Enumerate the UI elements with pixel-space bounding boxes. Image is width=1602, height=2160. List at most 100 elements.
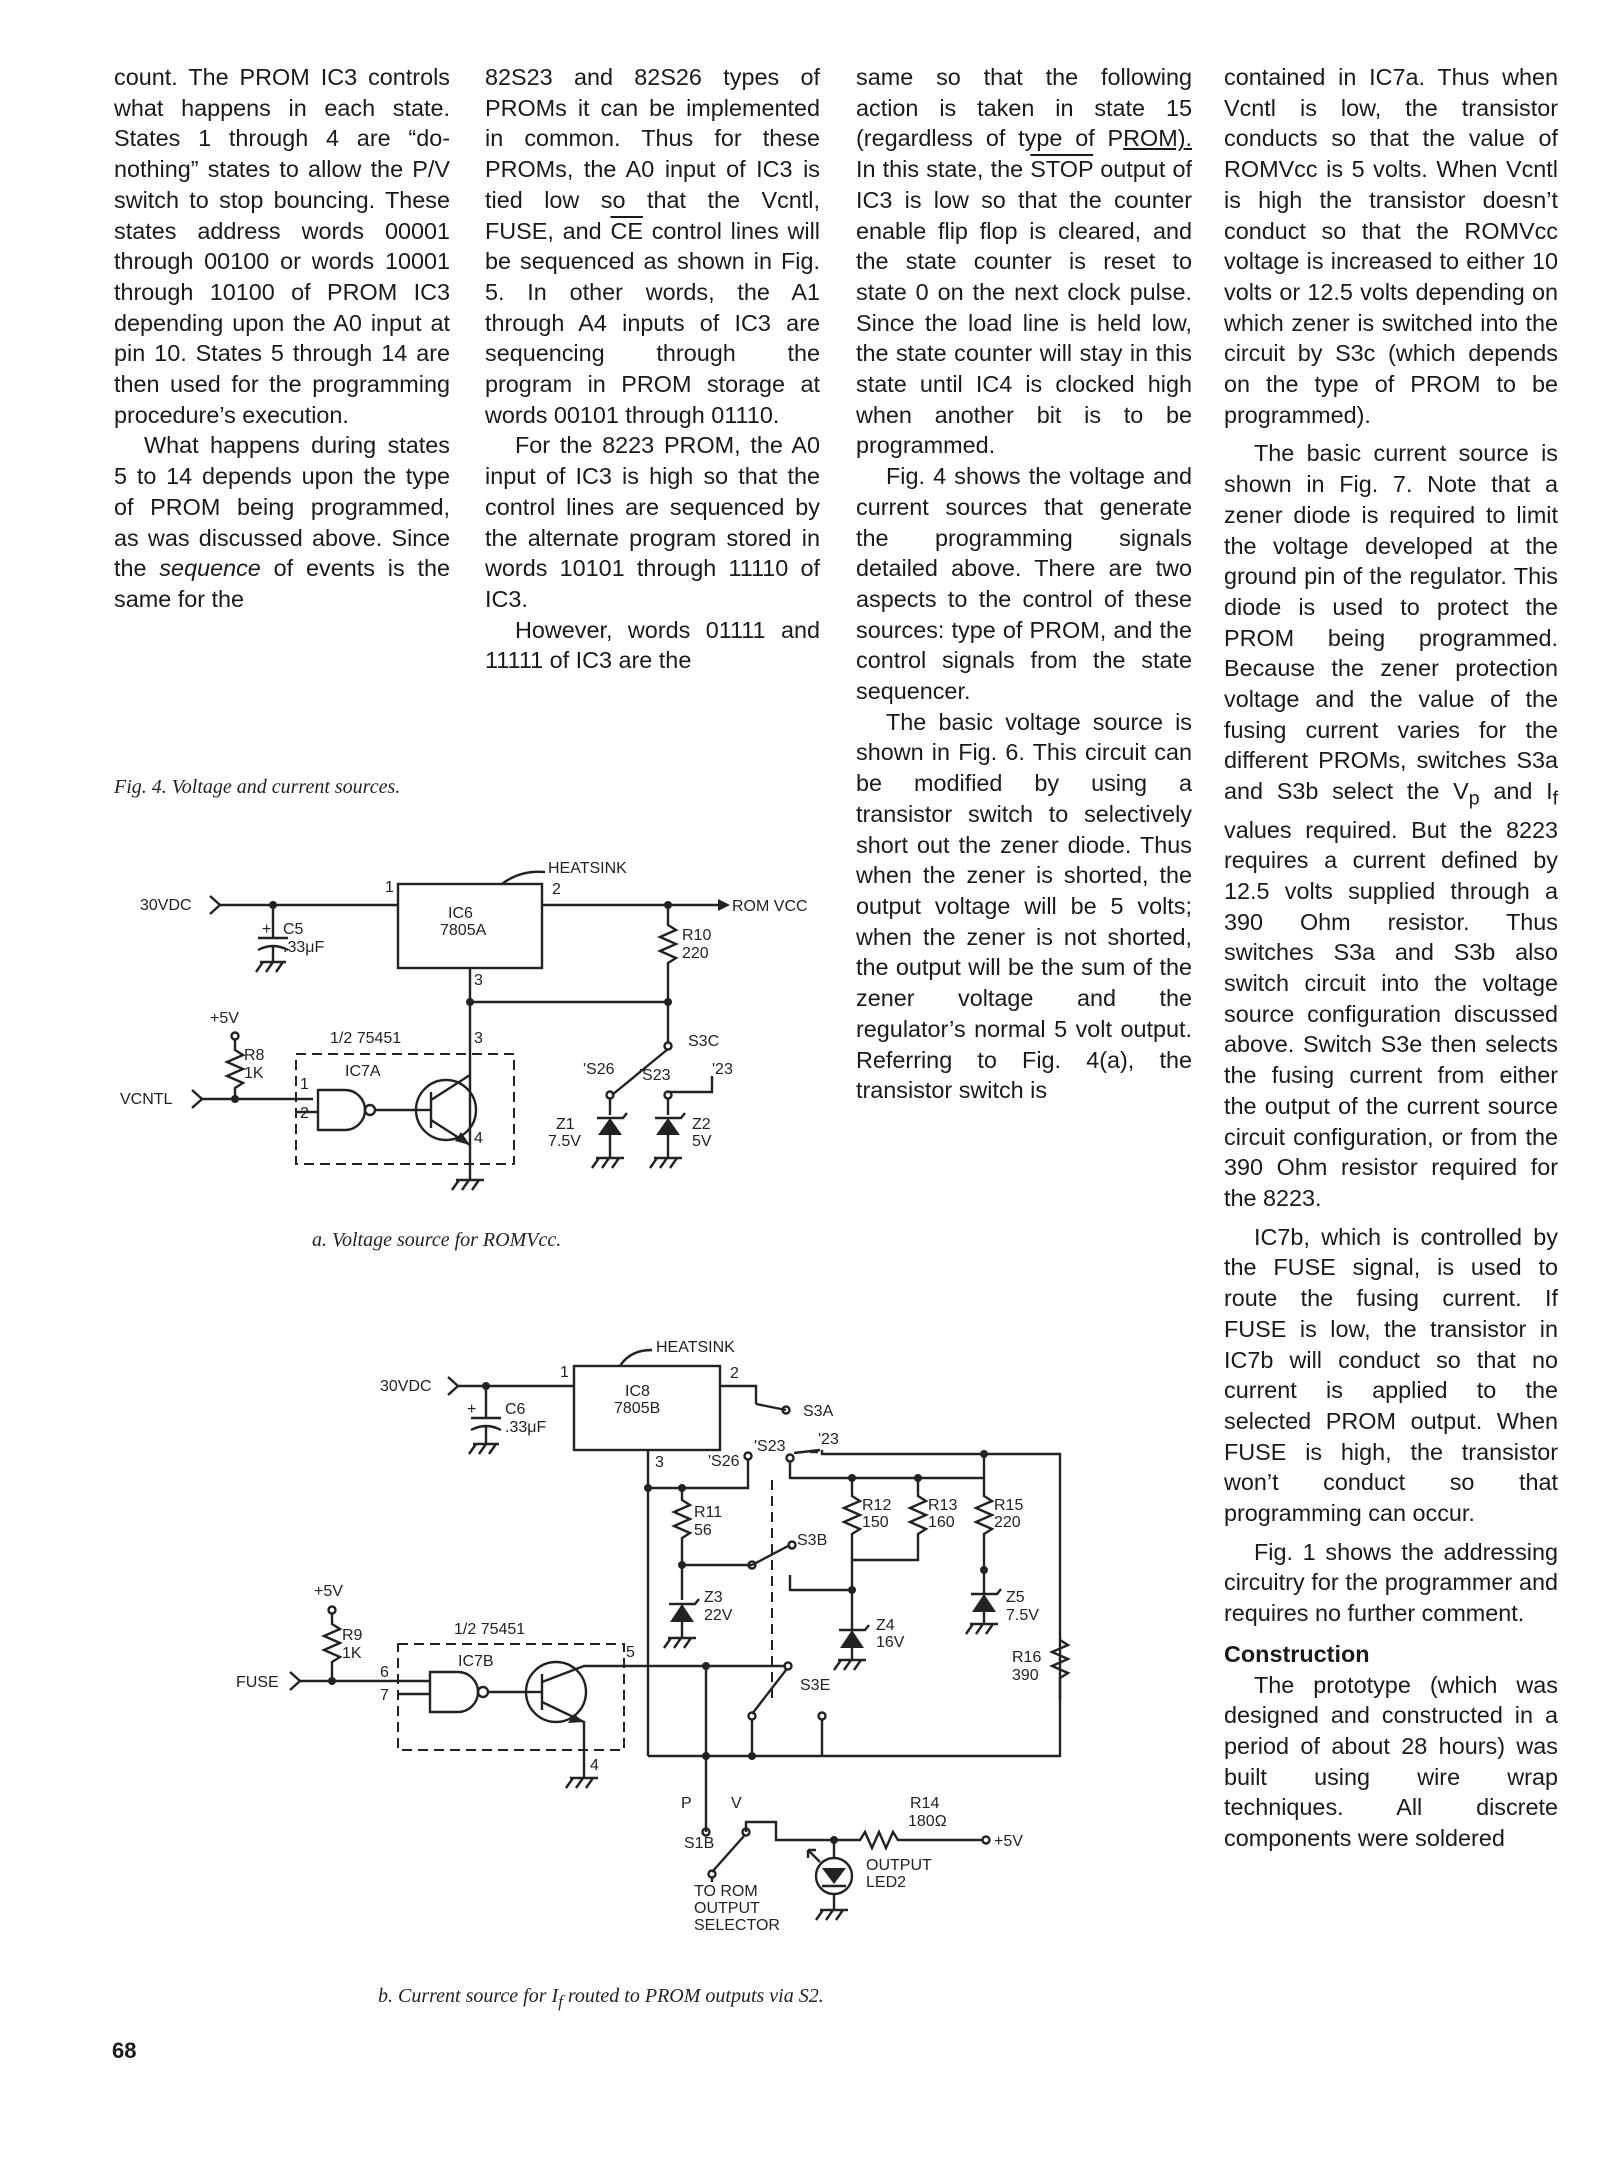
- plus5v-label: +5V: [994, 1833, 1023, 1850]
- input-30vdc: 30VDC: [140, 897, 192, 914]
- r16-label: R16: [1012, 1649, 1041, 1666]
- pin-label: 3: [474, 972, 483, 989]
- output-label: OUTPUT: [866, 1857, 932, 1874]
- pin-label: 7: [380, 1687, 389, 1704]
- r13-value: 160: [928, 1514, 955, 1531]
- pin-label: 4: [590, 1757, 599, 1774]
- ic6-part: 7805A: [440, 922, 487, 939]
- z2-value: 5V: [692, 1133, 712, 1150]
- s23-label: 'S23: [754, 1438, 786, 1455]
- s3c-label: S3C: [688, 1033, 719, 1050]
- circuit-a: IC6 7805A HEATSINK 1 2 3 30VDC + C5 .33μ…: [120, 860, 808, 1191]
- p-label: P: [681, 1795, 692, 1812]
- s26-label: 'S26: [708, 1453, 740, 1470]
- pin-label: 1: [300, 1076, 309, 1093]
- figure-title: Fig. 4. Voltage and current sources.: [114, 776, 401, 798]
- r8-value: 1K: [244, 1065, 264, 1082]
- to-rom-label: OUTPUT: [694, 1900, 760, 1917]
- plus5v-label: +5V: [314, 1583, 343, 1600]
- pin-label: 3: [474, 1030, 483, 1047]
- plus5v-label: +5V: [210, 1010, 239, 1027]
- plus-sign: +: [467, 1401, 476, 1418]
- c6-label: C6: [505, 1401, 526, 1418]
- s26-label: 'S26: [583, 1061, 615, 1078]
- r10-label: R10: [682, 927, 711, 944]
- z1-value: 7.5V: [548, 1133, 581, 1150]
- r11-value: 56: [694, 1522, 712, 1539]
- r8-label: R8: [244, 1047, 265, 1064]
- z3-label: Z3: [704, 1589, 723, 1606]
- paragraph: 82S23 and 82S26 types of PROMs it can be…: [485, 64, 821, 428]
- z3-value: 22V: [704, 1607, 733, 1624]
- r14-label: R14: [910, 1795, 939, 1812]
- ic7a-label: IC7A: [345, 1063, 381, 1080]
- z5-label: Z5: [1006, 1589, 1025, 1606]
- r12-value: 150: [862, 1514, 889, 1531]
- s3b-label: S3B: [797, 1532, 827, 1549]
- ic6-label: IC6: [448, 905, 473, 922]
- to-rom-label: TO ROM: [694, 1883, 758, 1900]
- c5-value: .33μF: [283, 939, 324, 956]
- paragraph: count. The PROM IC3 controls what happen…: [114, 64, 450, 428]
- pin-label: 1: [560, 1364, 569, 1381]
- paragraph: Fig. 1 shows the addressing circuitry fo…: [1224, 1538, 1558, 1627]
- pin-label: 2: [730, 1365, 739, 1382]
- paragraph: The basic current source is shown in Fig…: [1224, 440, 1558, 1211]
- r9-value: 1K: [342, 1645, 362, 1662]
- text-column-3: same so that the following action is tak…: [856, 62, 1192, 1106]
- pin-label: 5: [626, 1644, 635, 1661]
- r16-value: 390: [1012, 1667, 1039, 1684]
- paragraph: However, words 01111 and 11111 of IC3 ar…: [485, 616, 820, 674]
- s23-label: 'S23: [639, 1067, 671, 1084]
- text-column-2: 82S23 and 82S26 types of PROMs it can be…: [485, 62, 820, 676]
- z4-label: Z4: [876, 1617, 895, 1634]
- r10-value: 220: [682, 945, 709, 962]
- paragraph: The prototype (which was designed and co…: [1224, 1671, 1558, 1852]
- paragraph: contained in IC7a. Thus when Vcntl is lo…: [1224, 64, 1558, 428]
- ic8-label: IC8: [625, 1383, 650, 1400]
- r11-label: R11: [694, 1504, 722, 1521]
- z1-label: Z1: [556, 1116, 575, 1133]
- r12-label: R12: [862, 1497, 891, 1514]
- pin-label: 3: [655, 1454, 664, 1471]
- vcntl-label: VCNTL: [120, 1091, 173, 1108]
- plus-sign: +: [262, 921, 271, 938]
- caption-b: b. Current source for If routed to PROM …: [378, 1985, 824, 2011]
- input-30vdc: 30VDC: [380, 1378, 432, 1395]
- paragraph: IC7b, which is controlled by the FUSE si…: [1224, 1223, 1558, 1527]
- paragraph: What happens during states 5 to 14 depen…: [114, 432, 451, 612]
- pin-label: 2: [552, 881, 561, 898]
- r14-value: 180Ω: [908, 1813, 947, 1830]
- r15-label: R15: [994, 1497, 1023, 1514]
- ic7b-label: IC7B: [458, 1653, 494, 1670]
- r13-label: R13: [928, 1497, 957, 1514]
- t23-label: '23: [712, 1061, 733, 1078]
- z4-value: 16V: [876, 1634, 905, 1651]
- heatsink-label: HEATSINK: [656, 1339, 735, 1356]
- to-rom-label: SELECTOR: [694, 1917, 780, 1934]
- paragraph: The basic voltage source is shown in Fig…: [856, 708, 1192, 1104]
- pin-label: 2: [300, 1105, 309, 1122]
- caption-a: a. Voltage source for ROMVcc.: [312, 1229, 562, 1251]
- t23-label: '23: [818, 1431, 839, 1448]
- led2-label: LED2: [866, 1874, 906, 1891]
- part-label: 1/2 75451: [454, 1621, 525, 1638]
- heatsink-label: HEATSINK: [548, 860, 627, 877]
- paragraph: same so that the following action is tak…: [856, 64, 1192, 459]
- paragraph: For the 8223 PROM, the A0 input of IC3 i…: [485, 432, 820, 612]
- pin-label: 6: [380, 1664, 389, 1681]
- section-heading: Construction: [1224, 1640, 1370, 1667]
- part-label: 1/2 75451: [330, 1030, 401, 1047]
- s1b-label: S1B: [684, 1835, 714, 1852]
- c6-value: .33μF: [505, 1419, 546, 1436]
- z2-label: Z2: [692, 1116, 711, 1133]
- s3e-label: S3E: [800, 1677, 830, 1694]
- z5-value: 7.5V: [1006, 1607, 1039, 1624]
- rom-vcc-label: ROM VCC: [732, 898, 808, 915]
- v-label: V: [731, 1795, 742, 1812]
- page-number: 68: [112, 2038, 137, 2063]
- pin-label: 4: [474, 1130, 483, 1147]
- r15-value: 220: [994, 1514, 1021, 1531]
- pin-label: 1: [385, 879, 394, 896]
